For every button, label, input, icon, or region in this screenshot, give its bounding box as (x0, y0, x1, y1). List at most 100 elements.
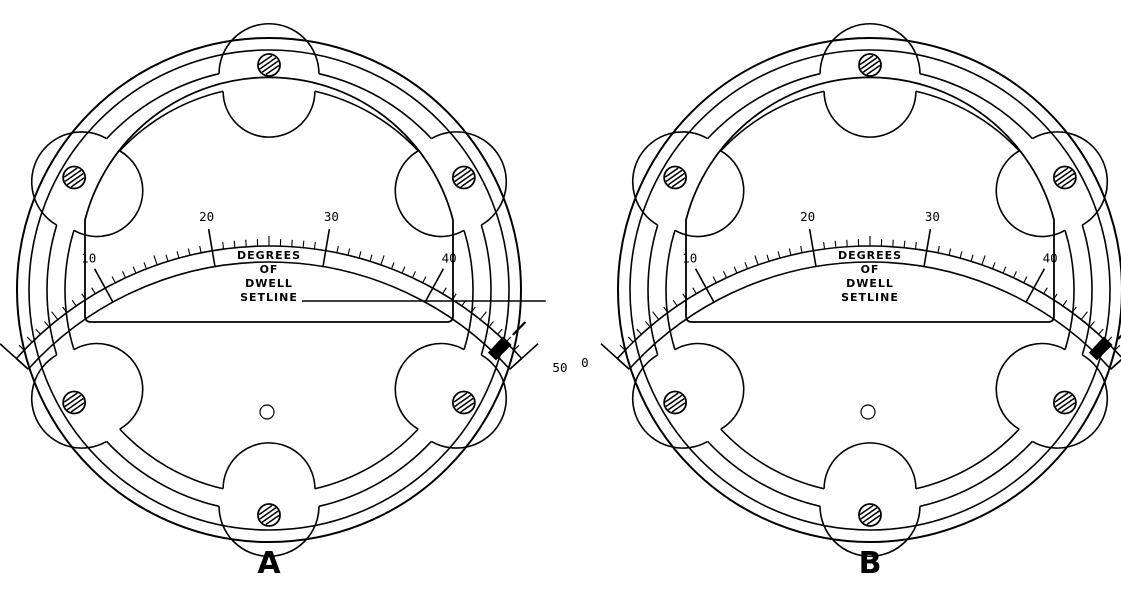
bezel-band-outer-arc (707, 72, 821, 140)
setline-marker (1088, 336, 1113, 361)
lug-outline (631, 131, 709, 226)
bezel-band-outer-arc (707, 440, 821, 508)
screw-slot (64, 169, 82, 183)
panel-label: B (859, 546, 882, 581)
screw-lug (819, 442, 921, 557)
screw-icon (257, 503, 281, 527)
bezel-outer-ring (617, 37, 1121, 543)
lug-inner-outline (394, 342, 465, 430)
dial-legend-line: DWELL (245, 277, 293, 290)
screw-slot (1061, 177, 1076, 188)
dial-window (685, 76, 1055, 323)
minor-tick (71, 299, 77, 307)
screw-icon (858, 53, 882, 77)
minor-tick (619, 344, 626, 351)
lug-inner-outline (995, 150, 1066, 238)
screw-slot (258, 54, 273, 66)
screw-lug (631, 131, 745, 238)
minor-tick (442, 287, 447, 294)
screw-icon (663, 390, 688, 415)
minor-tick (380, 255, 385, 266)
setline-marker (487, 336, 512, 361)
scale-arc-inner (27, 261, 511, 370)
bezel-band-inner-arc (463, 230, 474, 350)
screw-slot (1057, 397, 1075, 411)
screw-head (62, 165, 87, 190)
screw-lug (30, 131, 144, 238)
minor-tick (627, 336, 634, 343)
minor-tick (222, 242, 225, 250)
scale-label: 20 (199, 209, 214, 224)
bezel-band-outer-arc (318, 440, 432, 508)
major-tick (1110, 358, 1121, 370)
screw-slot (859, 504, 874, 516)
lug-outline (30, 354, 108, 449)
minor-tick (62, 306, 68, 313)
screw-lug (394, 342, 508, 449)
lug-inner-outline (73, 150, 144, 238)
minor-tick (788, 248, 792, 256)
minor-tick (336, 245, 339, 253)
screw-slot (1061, 402, 1076, 413)
screw-slot (453, 167, 468, 178)
minor-tick (1062, 299, 1068, 307)
bezel-band-inner-arc (1064, 230, 1075, 350)
minor-tick (959, 251, 963, 259)
major-tick (600, 343, 630, 370)
minor-tick (199, 245, 202, 253)
screw-slot (1057, 172, 1075, 186)
scale-label: 30 (324, 209, 339, 224)
screw-slot (667, 397, 685, 411)
screw-head (257, 503, 281, 527)
screw-slot (1055, 169, 1073, 183)
minor-tick (834, 240, 837, 248)
minor-tick (970, 254, 974, 262)
screw-slot (1054, 167, 1069, 178)
minor-tick (1012, 271, 1017, 278)
scale-label: 20 (800, 209, 815, 224)
minor-tick (111, 276, 116, 283)
screw-icon (451, 165, 476, 190)
bezel-band-inner-arc (314, 90, 419, 152)
scale-band: 01020304050 (581, 209, 1121, 370)
minor-tick (652, 311, 660, 320)
minor-tick (26, 336, 33, 343)
minor-tick (132, 266, 137, 274)
bezel-inner-ring (28, 49, 510, 531)
screw-lug (218, 442, 320, 557)
screw-slot (261, 60, 279, 73)
screw-slot (258, 504, 273, 516)
dial-window (84, 76, 454, 323)
screw-head (1052, 390, 1077, 415)
dial-legend-line: DEGREES (237, 249, 301, 262)
bezel-outer-ring (16, 37, 522, 543)
minor-tick (44, 321, 50, 328)
minor-tick (1098, 328, 1104, 335)
minor-tick (1089, 321, 1095, 328)
lug-inner-outline (823, 91, 917, 138)
bezel-band-inner-arc (665, 230, 676, 350)
screw-slot (671, 177, 686, 188)
screw-slot (460, 177, 475, 188)
screw-slot (860, 507, 878, 520)
bezel-band-inner-arc (314, 428, 419, 490)
bezel-band-inner-arc (720, 90, 825, 152)
minor-tick (663, 306, 669, 313)
bezel-band-outer-arc (647, 224, 659, 356)
screw-slot (70, 402, 85, 413)
minor-tick (733, 266, 738, 274)
screw-slot (63, 167, 78, 178)
minor-tick (712, 276, 717, 283)
screw-slot (671, 402, 686, 413)
screw-lug (819, 23, 921, 138)
scale-arc-outer (616, 245, 1121, 360)
lug-outline (218, 23, 320, 74)
minor-tick (302, 240, 305, 248)
minor-tick (948, 248, 952, 256)
screw-head (663, 390, 688, 415)
minor-tick (645, 321, 651, 328)
screw-icon (858, 503, 882, 527)
screw-slot (259, 507, 277, 520)
minor-tick (187, 248, 191, 256)
minor-tick (744, 262, 749, 270)
